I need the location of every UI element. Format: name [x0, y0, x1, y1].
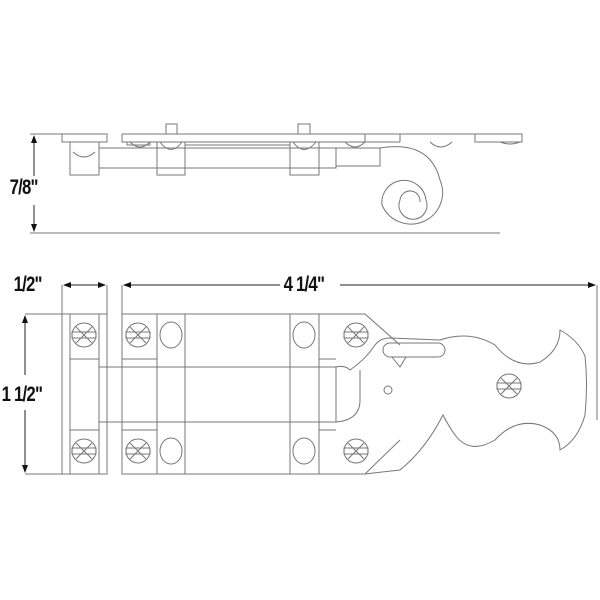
- side-view: [30, 123, 523, 234]
- hole: [383, 385, 393, 395]
- decorative-end: [335, 329, 587, 475]
- guide-2: [289, 313, 320, 475]
- pin-1: [165, 123, 178, 135]
- bolt: [98, 366, 337, 423]
- screw-icon: [496, 373, 522, 399]
- guide-2-side: [289, 141, 320, 176]
- bolt-side: [98, 147, 337, 169]
- screw-icon: [125, 438, 151, 464]
- strike-plate-side: [61, 133, 108, 143]
- front-view: [22, 282, 598, 475]
- depth-label: 7/8": [8, 176, 40, 200]
- scroll-spiral: [379, 146, 444, 234]
- screw-icon: [71, 322, 97, 348]
- bolt-length-label: 4 1/4": [282, 273, 326, 297]
- screw-icon: [343, 438, 369, 464]
- guide-1: [156, 313, 186, 475]
- strike-width-label: 1/2": [12, 273, 44, 297]
- screw-icon: [343, 322, 369, 348]
- strike-body-side: [69, 141, 100, 176]
- screw-icon: [125, 322, 151, 348]
- height-label: 1 1/2": [0, 383, 44, 407]
- bolt-plate: [121, 313, 401, 475]
- pin-2: [297, 123, 311, 135]
- screw-icon: [71, 438, 97, 464]
- guide-1-side: [156, 141, 186, 176]
